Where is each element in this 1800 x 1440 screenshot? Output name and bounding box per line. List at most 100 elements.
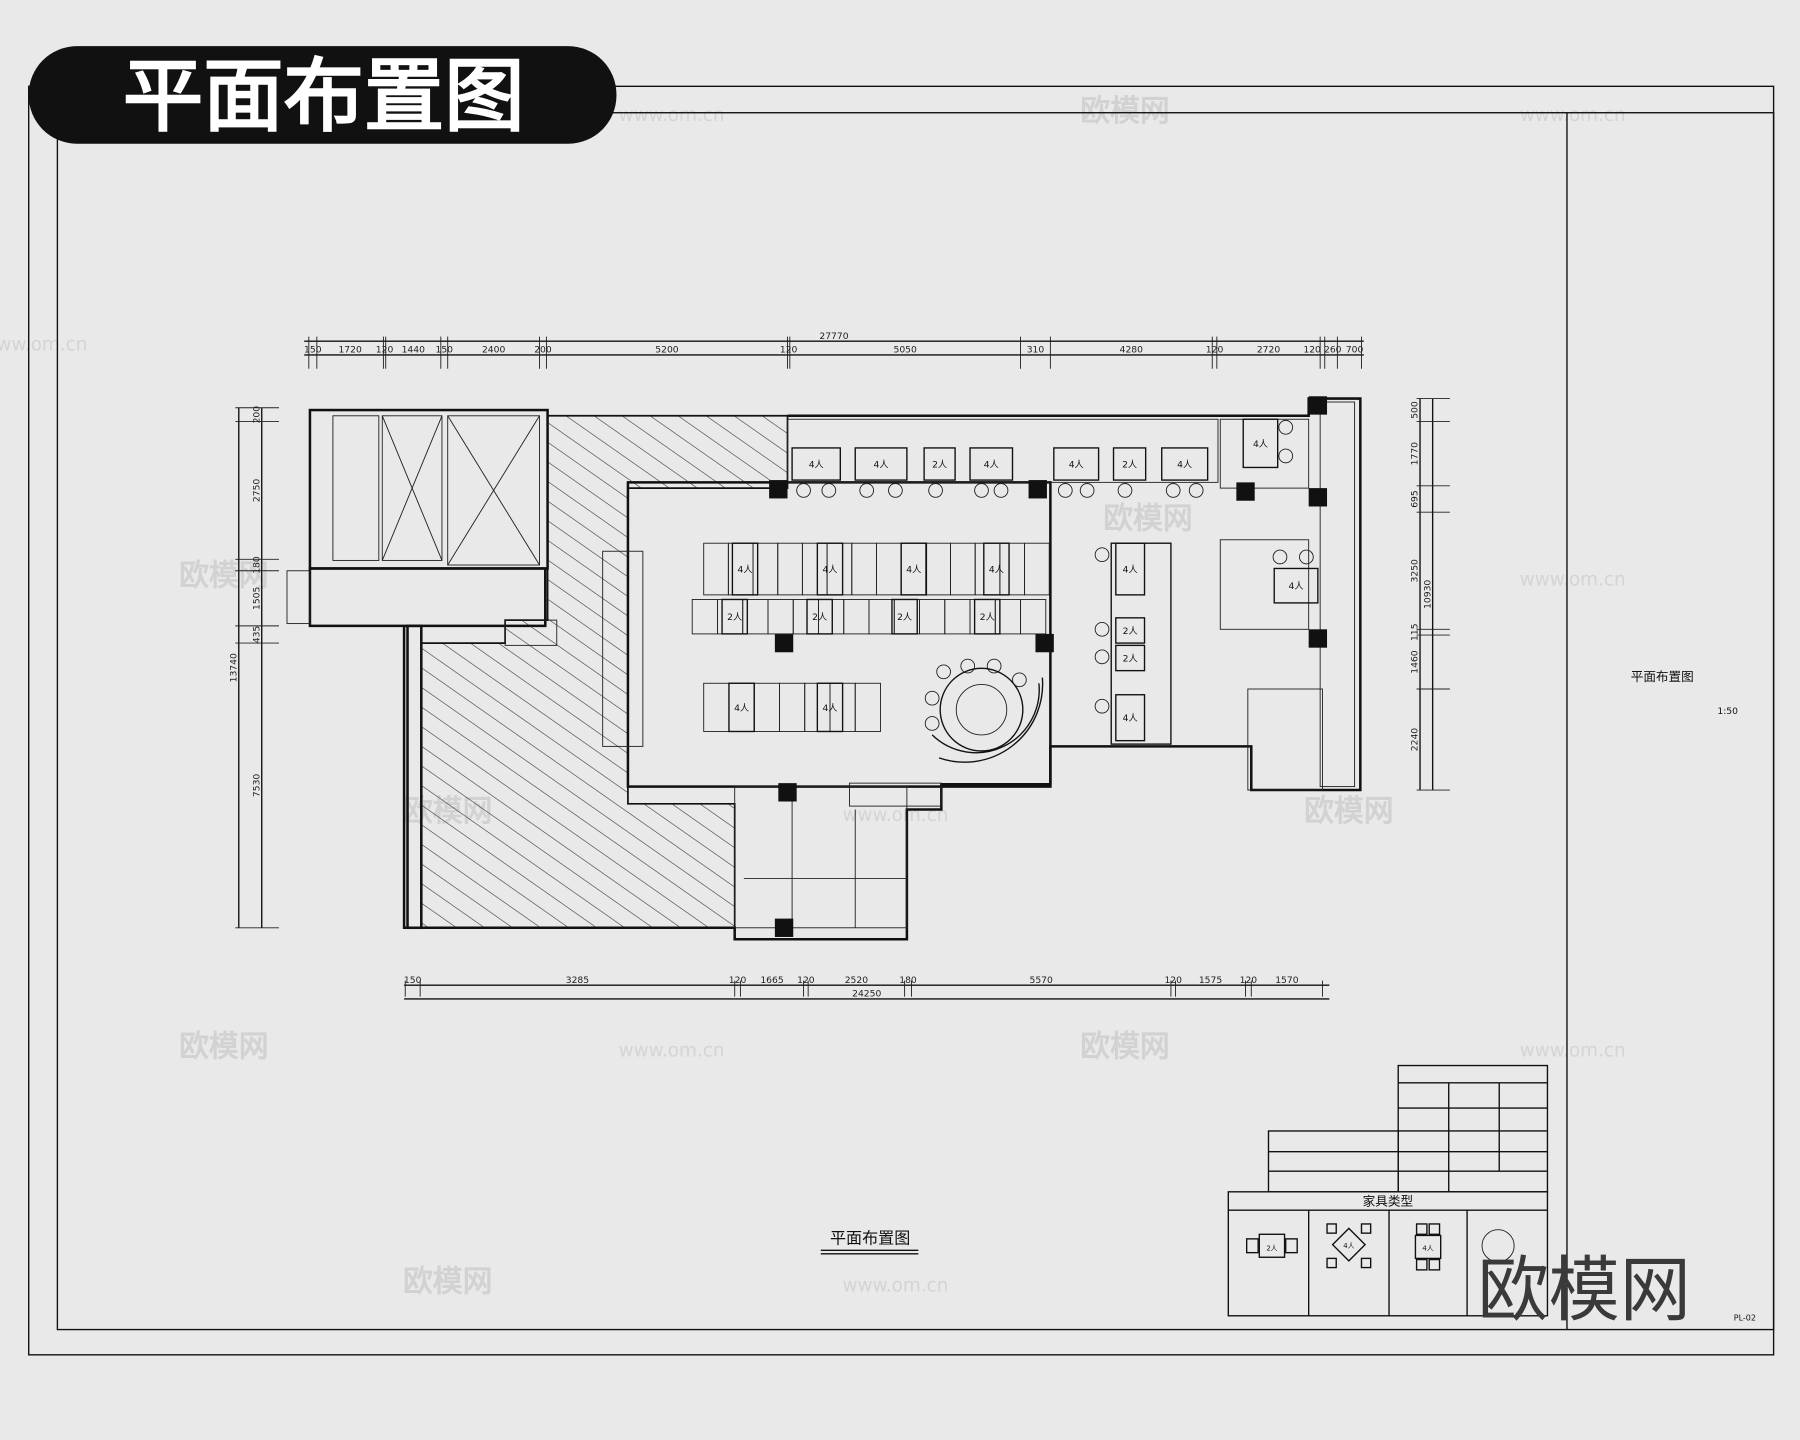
chair bbox=[1012, 672, 1027, 688]
watermark-url: www.om.cn bbox=[1520, 105, 1626, 126]
table-seat-label: 2人 bbox=[980, 612, 995, 623]
booth-seat bbox=[703, 682, 730, 732]
dimension-label: 150 bbox=[404, 975, 422, 986]
watermark-url: www.om.cn bbox=[619, 1040, 725, 1061]
side-panel-title: 平面布置图 bbox=[1631, 669, 1694, 684]
window-table bbox=[854, 447, 908, 481]
table-seat-label: 4人 bbox=[1289, 581, 1304, 592]
watermark-logo: 欧模网 bbox=[1304, 794, 1393, 829]
dimension-label: 2720 bbox=[1257, 345, 1281, 356]
dimension-label: 120 bbox=[780, 345, 798, 356]
chair bbox=[986, 658, 1002, 674]
private-table bbox=[1242, 418, 1279, 469]
booth-seat bbox=[742, 599, 769, 635]
chair bbox=[1299, 549, 1314, 565]
table-seat-label: 4人 bbox=[1253, 439, 1268, 450]
dimension-label: 310 bbox=[1027, 345, 1045, 356]
watermark-logo: 欧模网 bbox=[179, 559, 268, 594]
title-badge-text: 平面布置图 bbox=[123, 49, 525, 143]
booth-table bbox=[891, 598, 918, 635]
table-seat-label: 4人 bbox=[1177, 459, 1192, 470]
table-seat-label: 4人 bbox=[984, 459, 999, 470]
dimension-label: 1665 bbox=[760, 975, 784, 986]
chair bbox=[796, 483, 811, 498]
column bbox=[1308, 629, 1328, 648]
dimension-label: 200 bbox=[534, 345, 552, 356]
furniture-legend: 家具类型 2人 4人 4人 bbox=[1227, 1191, 1549, 1317]
booth-seat bbox=[1024, 542, 1050, 596]
chair bbox=[924, 690, 940, 706]
booth-table bbox=[728, 682, 755, 733]
chair bbox=[1094, 698, 1110, 714]
watermark-logo: 欧模网 bbox=[1103, 501, 1192, 536]
watermark-url: www.om.cn bbox=[842, 805, 948, 826]
chair bbox=[936, 664, 951, 680]
dimension-label: 1770 bbox=[1410, 442, 1421, 466]
table-seat-label: 2人 bbox=[727, 612, 742, 623]
window-table bbox=[923, 447, 956, 481]
chair bbox=[888, 483, 903, 498]
chair bbox=[821, 483, 837, 498]
dimension-label: 5050 bbox=[893, 345, 917, 356]
round-table bbox=[931, 667, 1044, 763]
booth-table bbox=[900, 542, 928, 596]
dimension-label: 1505 bbox=[251, 586, 262, 610]
booth-table bbox=[983, 542, 1010, 596]
dimension-label: 180 bbox=[251, 556, 262, 574]
booth-seat bbox=[1020, 599, 1047, 635]
dimension-label: 2520 bbox=[845, 975, 869, 986]
dimension-label: 1575 bbox=[1199, 975, 1223, 986]
column bbox=[1308, 396, 1328, 415]
column bbox=[769, 480, 788, 499]
watermark-logo: 欧模网 bbox=[403, 1265, 492, 1300]
dimension-label: 120 bbox=[1240, 975, 1258, 986]
columns bbox=[769, 396, 1328, 937]
window-table bbox=[791, 447, 841, 481]
dimension-total: 10930 bbox=[1422, 580, 1433, 609]
logo-watermark: 欧模网 bbox=[1477, 1249, 1690, 1332]
dimension-total: 24250 bbox=[852, 989, 881, 1000]
dimension-label: 2750 bbox=[251, 479, 262, 503]
legend-icon-label: 2人 bbox=[1266, 1244, 1277, 1252]
table-seat-label: 4人 bbox=[738, 564, 753, 575]
chair bbox=[928, 483, 943, 498]
booth-seat bbox=[944, 599, 971, 635]
table-seat-label: 4人 bbox=[822, 564, 837, 575]
table-seat-label: 4人 bbox=[734, 703, 749, 714]
table-seat-label: 4人 bbox=[1123, 713, 1138, 724]
legend-four-seat-diamond-icon: 4人 bbox=[1326, 1223, 1372, 1269]
window-table bbox=[1112, 447, 1147, 481]
table-seat-label: 2人 bbox=[897, 612, 912, 623]
legend-icon-label: 4人 bbox=[1422, 1244, 1433, 1252]
dimension-label: 5570 bbox=[1030, 975, 1054, 986]
booth-table bbox=[731, 542, 759, 596]
outer-frame bbox=[28, 85, 1775, 1356]
booth-seat bbox=[777, 542, 803, 596]
booth-table bbox=[973, 598, 1001, 635]
table-seat-label: 4人 bbox=[822, 703, 837, 714]
table-seat-label: 4人 bbox=[874, 459, 889, 470]
column bbox=[774, 633, 794, 653]
bar-table bbox=[1115, 644, 1146, 672]
chair bbox=[1117, 483, 1133, 498]
dimension-label: 700 bbox=[1346, 345, 1364, 356]
legend-header: 家具类型 bbox=[1363, 1194, 1413, 1209]
table-seat-label: 2人 bbox=[1123, 626, 1138, 637]
dimension-label: 150 bbox=[304, 345, 322, 356]
dimension-label: 2400 bbox=[482, 345, 506, 356]
booth-seat bbox=[779, 682, 806, 732]
dimension-label: 3250 bbox=[1410, 559, 1421, 583]
chair bbox=[1094, 649, 1110, 665]
column bbox=[778, 783, 797, 802]
window-table bbox=[1053, 447, 1100, 481]
table-seat-label: 4人 bbox=[809, 459, 824, 470]
column bbox=[1308, 488, 1328, 507]
dimension-label: 120 bbox=[729, 975, 747, 986]
dimension-label: 180 bbox=[899, 975, 917, 986]
booth-seat bbox=[854, 682, 881, 732]
column bbox=[1236, 482, 1255, 501]
booth-table bbox=[721, 598, 749, 635]
